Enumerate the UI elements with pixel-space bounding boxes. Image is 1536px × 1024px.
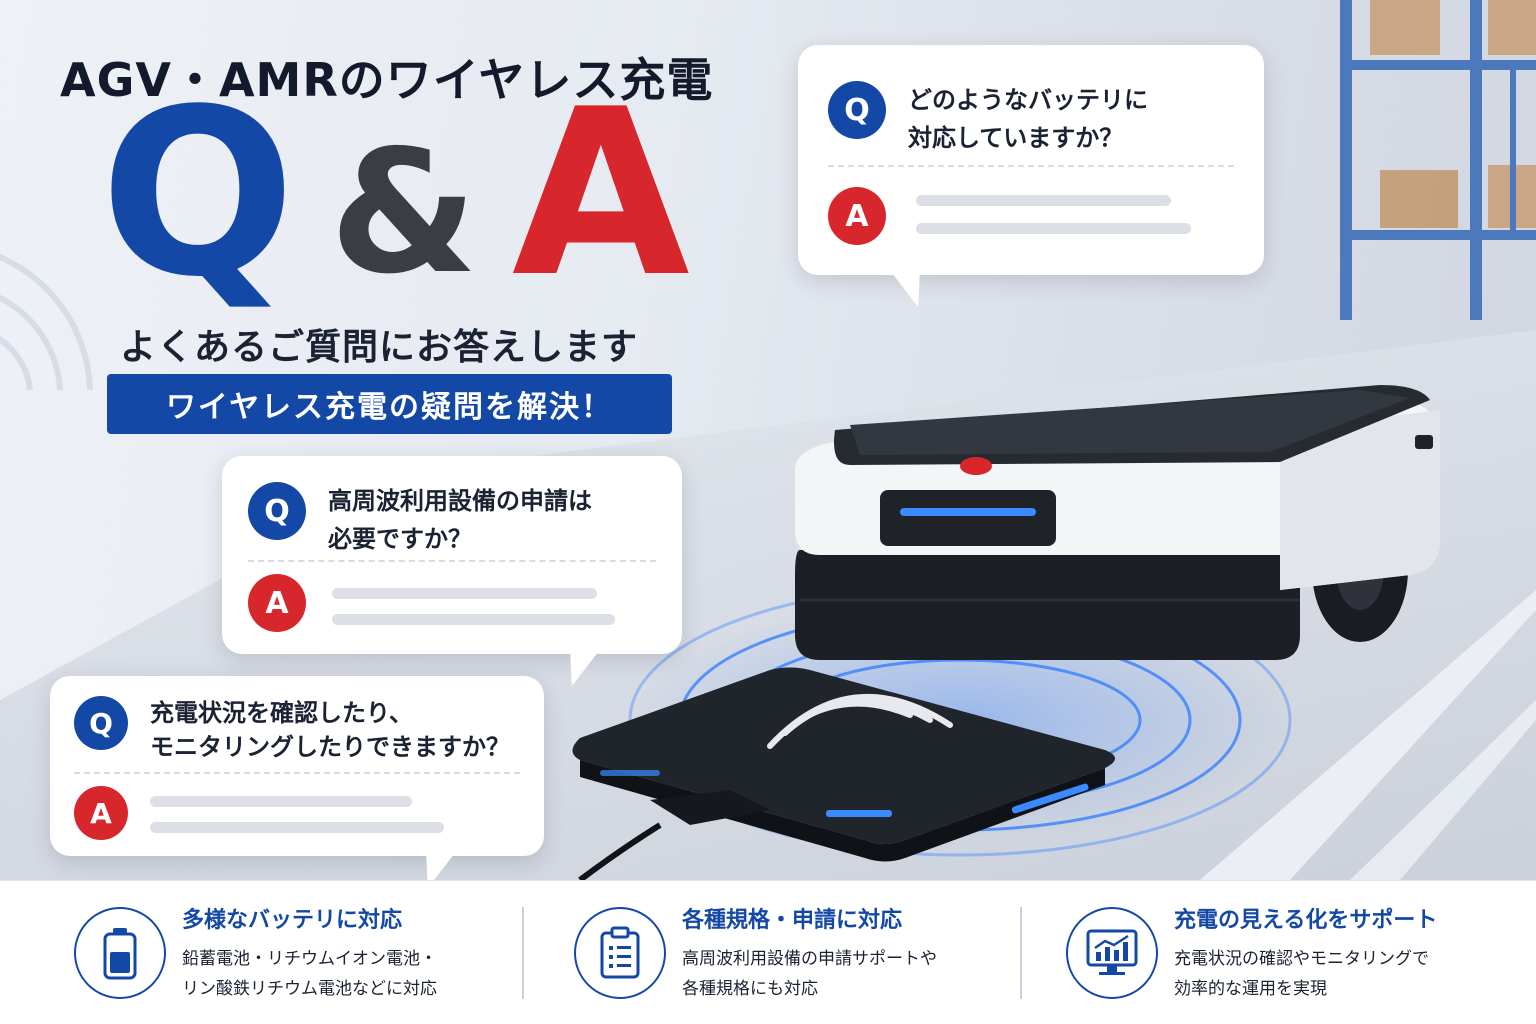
wireless-charging-pad bbox=[572, 667, 1115, 880]
wireless-signal-decoration bbox=[0, 253, 93, 391]
faq-answer-row: A bbox=[828, 187, 886, 245]
answer-placeholder-line bbox=[150, 822, 444, 833]
faq-card-monitoring: Q 充電状況を確認したり、 モニタリングしたりできますか？ A bbox=[50, 676, 544, 880]
feature-description: 高周波利用設備の申請サポートや 各種規格にも対応 bbox=[682, 944, 937, 1004]
feature-battery: 多様なバッテリに対応 鉛蓄電池・リチウムイオン電池・ リン酸鉄リチウム電池などに… bbox=[74, 881, 437, 1024]
faq-question-line: 高周波利用設備の申請は bbox=[328, 487, 592, 515]
hero-scene: AGV・AMRのワイヤレス充電 Q & A よくあるご質問にお答えします ワイヤ… bbox=[0, 0, 1536, 880]
faq-question-text: どのようなバッテリに 対応していますか？ bbox=[908, 81, 1148, 157]
feature-title: 各種規格・申請に対応 bbox=[682, 908, 903, 933]
faq-question-line: どのようなバッテリに bbox=[908, 86, 1148, 114]
feature-description-line: 充電状況の確認やモニタリングで bbox=[1174, 949, 1429, 969]
feature-visualization: 充電の見える化をサポート 充電状況の確認やモニタリングで 効率的な運用を実現 bbox=[1066, 881, 1437, 1024]
clipboard-icon bbox=[574, 907, 666, 999]
qa-heading-a: A bbox=[511, 61, 690, 328]
question-badge: Q bbox=[828, 81, 886, 139]
feature-separator bbox=[522, 907, 524, 999]
feature-text: 多様なバッテリに対応 鉛蓄電池・リチウムイオン電池・ リン酸鉄リチウム電池などに… bbox=[182, 902, 437, 1004]
feature-separator bbox=[1020, 907, 1022, 999]
answer-placeholder-line bbox=[332, 588, 597, 599]
faq-question-row: Q どのようなバッテリに 対応していますか？ bbox=[828, 81, 1148, 157]
feature-description-line: 各種規格にも対応 bbox=[682, 979, 818, 999]
feature-description-line: リン酸鉄リチウム電池などに対応 bbox=[182, 979, 437, 999]
feature-description: 充電状況の確認やモニタリングで 効率的な運用を実現 bbox=[1174, 944, 1437, 1004]
faq-card-application: Q 高周波利用設備の申請は 必要ですか？ A bbox=[222, 456, 682, 686]
feature-description-line: 高周波利用設備の申請サポートや bbox=[682, 949, 937, 969]
faq-answer-row: A bbox=[74, 786, 128, 840]
feature-bar: 多様なバッテリに対応 鉛蓄電池・リチウムイオン電池・ リン酸鉄リチウム電池などに… bbox=[0, 880, 1536, 1024]
faq-divider bbox=[828, 165, 1234, 167]
answer-placeholder-line bbox=[150, 796, 412, 807]
feature-text: 各種規格・申請に対応 高周波利用設備の申請サポートや 各種規格にも対応 bbox=[682, 902, 937, 1004]
faq-question-row: Q 充電状況を確認したり、 モニタリングしたりできますか？ bbox=[74, 696, 510, 764]
answer-badge: A bbox=[248, 574, 306, 632]
battery-icon bbox=[74, 907, 166, 999]
faq-answer-row: A bbox=[248, 574, 306, 632]
monitor-chart-icon bbox=[1066, 907, 1158, 999]
page-subtitle: よくあるご質問にお答えします bbox=[120, 327, 639, 368]
faq-divider bbox=[74, 772, 520, 774]
amr-robot bbox=[795, 385, 1440, 660]
wireless-charging-symbol-icon bbox=[767, 694, 953, 749]
answer-placeholder-line bbox=[916, 223, 1191, 234]
headline-banner: ワイヤレス充電の疑問を解決！ bbox=[107, 374, 672, 434]
qa-heading-amp: & bbox=[329, 114, 478, 312]
answer-placeholder-line bbox=[916, 195, 1171, 206]
answer-badge: A bbox=[828, 187, 886, 245]
answer-badge: A bbox=[74, 786, 128, 840]
feature-description: 鉛蓄電池・リチウムイオン電池・ リン酸鉄リチウム電池などに対応 bbox=[182, 944, 437, 1004]
qa-heading: Q & A bbox=[100, 80, 690, 312]
feature-description-line: 鉛蓄電池・リチウムイオン電池・ bbox=[182, 949, 437, 969]
faq-question-line: 必要ですか？ bbox=[328, 525, 472, 553]
question-badge: Q bbox=[74, 696, 128, 750]
faq-card-battery: Q どのようなバッテリに 対応していますか？ A bbox=[798, 45, 1264, 307]
question-badge: Q bbox=[248, 482, 306, 540]
feature-description-line: 効率的な運用を実現 bbox=[1174, 979, 1327, 999]
faq-question-text: 高周波利用設備の申請は 必要ですか？ bbox=[328, 482, 592, 558]
qa-heading-q: Q bbox=[100, 61, 296, 328]
feature-text: 充電の見える化をサポート 充電状況の確認やモニタリングで 効率的な運用を実現 bbox=[1174, 902, 1437, 1004]
faq-divider bbox=[248, 560, 656, 562]
answer-placeholder-line bbox=[332, 614, 615, 625]
page-title: AGV・AMRのワイヤレス充電 bbox=[60, 53, 714, 107]
feature-standards: 各種規格・申請に対応 高周波利用設備の申請サポートや 各種規格にも対応 bbox=[574, 881, 937, 1024]
faq-question-text: 充電状況を確認したり、 モニタリングしたりできますか？ bbox=[150, 696, 510, 764]
faq-question-row: Q 高周波利用設備の申請は 必要ですか？ bbox=[248, 482, 592, 558]
feature-title: 充電の見える化をサポート bbox=[1174, 908, 1438, 933]
faq-question-line: 充電状況を確認したり、 bbox=[150, 699, 414, 727]
faq-question-line: モニタリングしたりできますか？ bbox=[150, 733, 510, 761]
amr-robot-illustration bbox=[572, 385, 1440, 880]
warehouse-shelf bbox=[1340, 0, 1536, 320]
feature-title: 多様なバッテリに対応 bbox=[182, 908, 403, 933]
faq-question-line: 対応していますか？ bbox=[908, 124, 1124, 152]
